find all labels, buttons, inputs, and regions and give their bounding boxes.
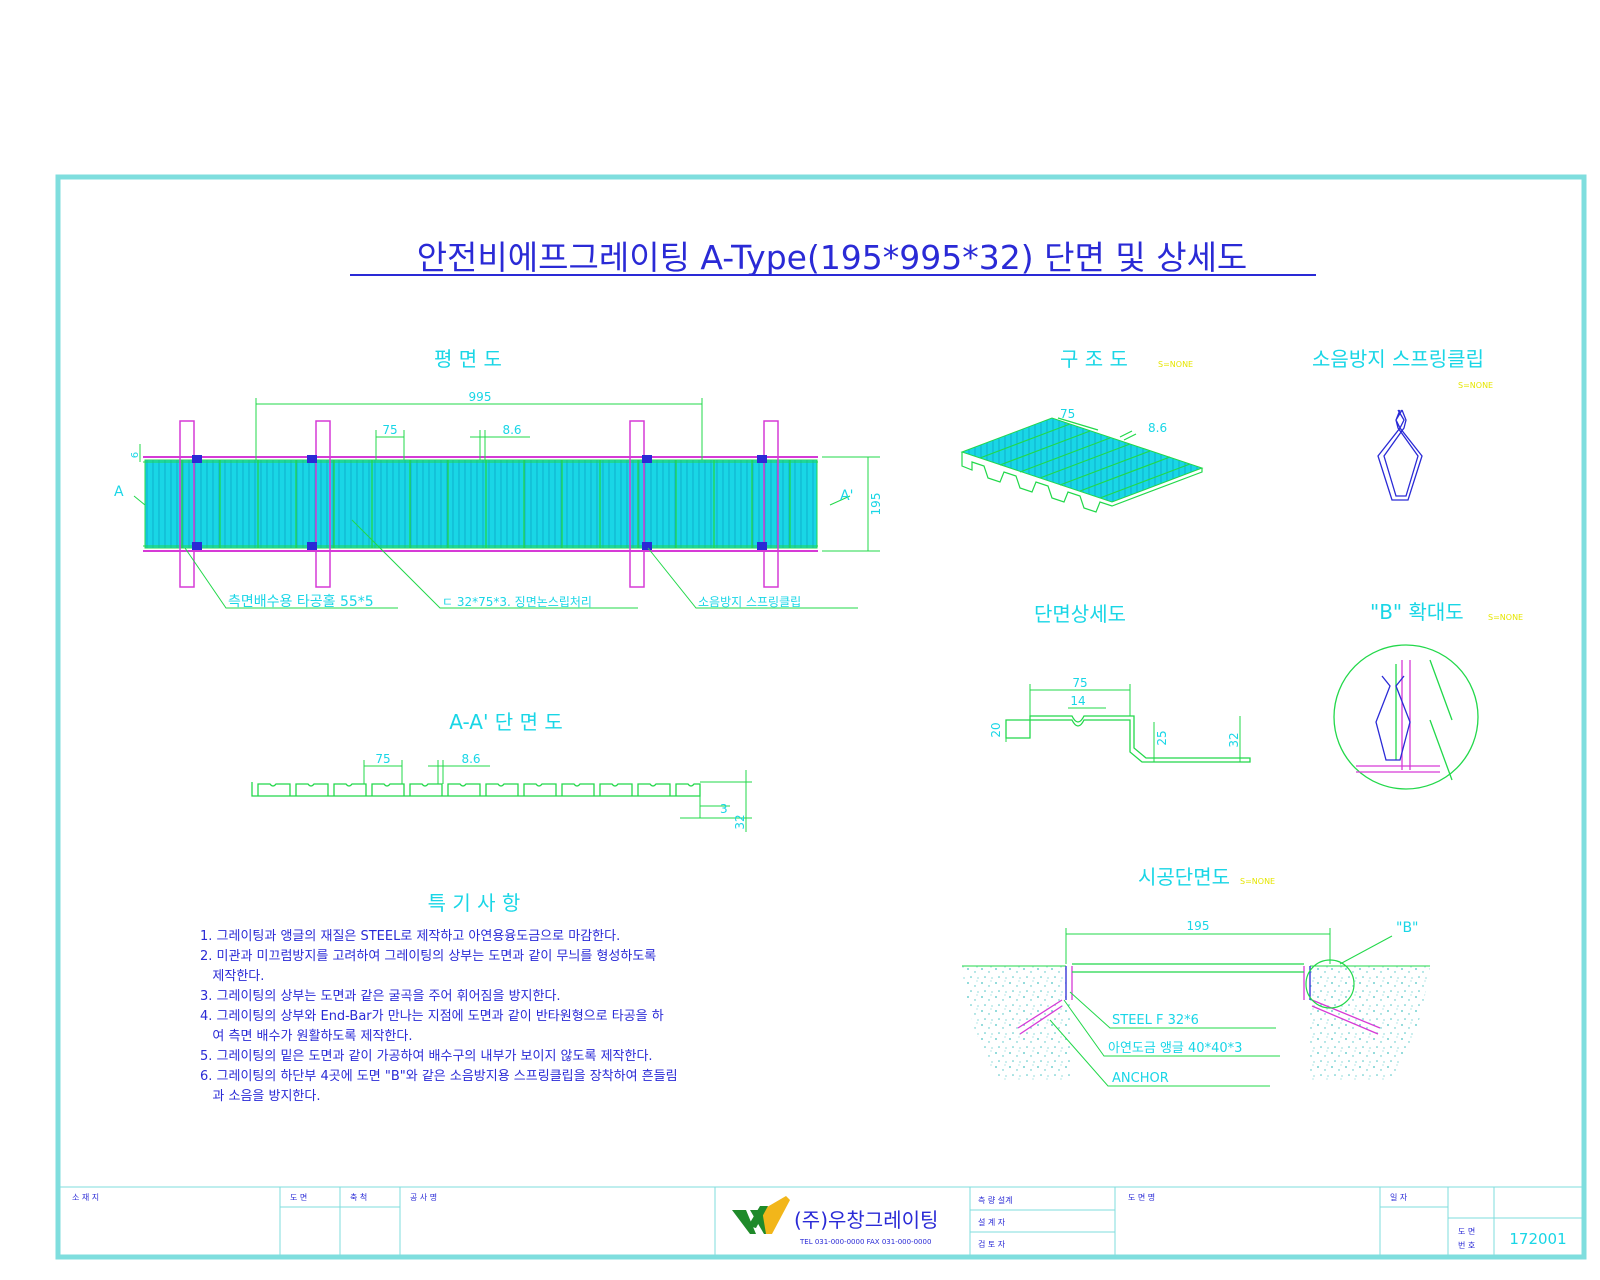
note-line-5: 4. 그레이팅의 상부와 End-Bar가 만나는 지점에 도면과 같이 반타원… <box>200 1009 664 1024</box>
note-line-4: 3. 그레이팅의 상부는 도면과 같은 굴곡을 주어 휘어짐을 방지한다. <box>200 989 561 1004</box>
tb-survey: 측 량 설계 <box>978 1195 1013 1205</box>
tb-scale: 축 척 <box>350 1193 367 1202</box>
plan-dim-total: 995 <box>469 390 492 404</box>
detail-dim-14: 14 <box>1070 694 1085 708</box>
enlarge-b-heading: "B" 확대도 <box>1370 600 1464 624</box>
install-ground-right <box>1310 966 1430 1080</box>
structure-view: 구 조 도 S=NONE 75 8.6 <box>960 347 1204 513</box>
note-line-6: 여 측면 배수가 원활하도록 제작한다. <box>200 1029 412 1044</box>
install-callout-flat-bar: STEEL F 32*6 <box>1112 1013 1199 1028</box>
tb-drawing-no-label-1: 도 면 <box>1458 1226 1475 1236</box>
notes-heading: 특 기 사 항 <box>428 891 521 915</box>
sheet-border <box>55 174 1587 1260</box>
plan-dim-pitch: 75 <box>382 423 397 437</box>
plan-callout-clip: 소음방지 스프링클립 <box>698 595 801 609</box>
plan-callout-channel: ㄷ 32*75*3. 징면논스립처리 <box>442 595 592 609</box>
plan-callout-drain-holes: 측면배수용 타공홀 55*5 <box>228 594 374 610</box>
title-block: 소 재 지 도 면 축 척 공 사 명 측 량 설계 설 계 자 검 토 자 도… <box>60 1186 1582 1255</box>
enlarge-b-circle <box>1333 644 1479 790</box>
tb-drawing-no-label-2: 번 호 <box>1458 1241 1475 1250</box>
section-aa-dim-3: 3 <box>720 802 728 816</box>
tb-drawing: 도 면 <box>290 1192 307 1202</box>
plan-grating-body <box>144 459 818 549</box>
install-dim-195: 195 <box>1187 919 1210 933</box>
tb-date: 일 자 <box>1390 1193 1408 1202</box>
tb-drawing-no: 172001 <box>1509 1230 1566 1248</box>
clip-heading: 소음방지 스프링클립 <box>1312 347 1484 371</box>
plan-posts <box>179 420 779 588</box>
note-line-3: 제작한다. <box>200 969 264 984</box>
detail-section-view: 단면상세도 75 14 20 25 32 <box>989 602 1251 763</box>
plan-section-a-prime: A' <box>840 488 853 504</box>
plan-dim-thk: 8.6 <box>502 423 521 437</box>
page-title: 안전비에프그레이팅 A-Type(195*995*32) 단면 및 상세도 <box>417 238 1248 277</box>
install-label-b: "B" <box>1396 920 1418 936</box>
install-ground-left <box>962 966 1070 1080</box>
section-aa: A-A' 단 면 도 75 8.6 3 32 <box>251 710 752 832</box>
structure-dim-pitch: 75 <box>1060 407 1075 421</box>
structure-heading: 구 조 도 <box>1060 347 1128 371</box>
install-view: 시공단면도 S=NONE 195 "B" <box>962 865 1430 1087</box>
tb-designer: 설 계 자 <box>978 1217 1006 1227</box>
tb-project: 공 사 명 <box>410 1192 437 1202</box>
detail-dim-25: 25 <box>1155 730 1169 745</box>
tb-location: 소 재 지 <box>72 1193 99 1202</box>
notes-section: 특 기 사 항 1. 그레이팅과 앵글의 재질은 STEEL로 제작하고 아연용… <box>200 891 678 1104</box>
section-aa-dim-32: 32 <box>733 814 747 829</box>
note-line-1: 1. 그레이팅과 앵글의 재질은 STEEL로 제작하고 아연용융도금으로 마감… <box>200 929 620 944</box>
company-contact: TEL 031-000-0000 FAX 031-000-0000 <box>799 1238 931 1246</box>
install-heading: 시공단면도 <box>1138 865 1230 889</box>
plan-section-a: A <box>114 484 124 500</box>
plan-dim-width: 195 <box>869 493 883 516</box>
enlarge-b-scale: S=NONE <box>1488 613 1523 622</box>
company-name: (주)우창그레이팅 <box>794 1208 938 1232</box>
detail-dim-20: 20 <box>989 722 1003 737</box>
install-callout-angle: 아연도금 앵글 40*40*3 <box>1108 1041 1242 1056</box>
tb-drawing-name: 도 면 명 <box>1128 1192 1155 1202</box>
tb-reviewer: 검 토 자 <box>978 1239 1006 1249</box>
clip-scale: S=NONE <box>1458 381 1493 390</box>
enlarge-b-view: "B" 확대도 S=NONE <box>1333 600 1523 790</box>
plan-clips <box>192 455 767 550</box>
install-scale: S=NONE <box>1240 877 1275 886</box>
plan-bar-dividers <box>181 460 791 548</box>
install-callout-anchor: ANCHOR <box>1112 1071 1169 1086</box>
section-aa-dim-pitch: 75 <box>375 752 390 766</box>
plan-view: 평 면 도 <box>114 347 883 610</box>
structure-scale: S=NONE <box>1158 360 1193 369</box>
note-line-7: 5. 그레이팅의 밑은 도면과 같이 가공하여 배수구의 내부가 보이지 않도록… <box>200 1049 653 1064</box>
note-line-8: 6. 그레이팅의 하단부 4곳에 도면 "B"와 같은 소음방지용 스프링클립을… <box>200 1069 678 1084</box>
note-line-9: 과 소음을 방지한다. <box>200 1089 320 1104</box>
note-line-2: 2. 미관과 미끄럼방지를 고려하여 그레이팅의 상부는 도면과 같이 무늬를 … <box>200 949 656 964</box>
detail-dim-32: 32 <box>1227 732 1241 747</box>
section-aa-profile <box>251 782 701 797</box>
plan-dim-6: 6 <box>130 452 141 458</box>
section-aa-dim-thk: 8.6 <box>461 752 480 766</box>
clip-shape <box>1377 409 1423 501</box>
plan-heading: 평 면 도 <box>434 347 502 371</box>
detail-dim-75: 75 <box>1072 676 1087 690</box>
detail-section-heading: 단면상세도 <box>1034 602 1126 626</box>
clip-view: 소음방지 스프링클립 S=NONE <box>1312 347 1493 501</box>
detail-section-profile <box>1005 715 1251 763</box>
structure-dim-thk: 8.6 <box>1148 421 1167 435</box>
section-aa-heading: A-A' 단 면 도 <box>449 710 562 734</box>
company-logo-icon <box>732 1196 790 1234</box>
